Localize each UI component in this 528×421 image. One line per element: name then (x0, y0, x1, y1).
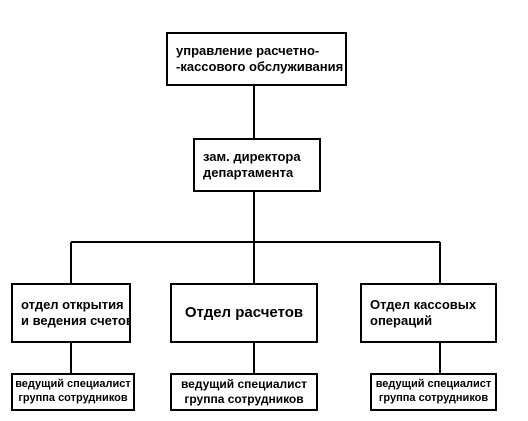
staff-box-accounts: ведущий специалист группа сотрудников (11, 373, 135, 411)
staff-cash-line-2: группа сотрудников (378, 392, 489, 404)
staff-cash-line-1: ведущий специалист (375, 378, 492, 391)
department-settlements-box: Отдел расчетов (170, 283, 318, 343)
department-settlements-line-1: Отдел расчетов (184, 303, 304, 321)
deputy-director-line-2: департамента (203, 165, 294, 180)
staff-accounts-line-1: ведущий специалист (15, 378, 131, 391)
staff-box-settlements: ведущий специалист группа сотрудников (170, 373, 318, 411)
department-accounts-box: отдел открытия и ведения счетов (11, 283, 131, 343)
department-accounts-line-2: и ведения счетов (21, 313, 131, 328)
staff-accounts-line-2: группа сотрудников (18, 392, 128, 404)
department-cash-line-1: Отдел кассовых (370, 296, 477, 312)
department-cash-line-2: операций (370, 313, 433, 328)
root-node-box: управление расчетно- -кассового обслужив… (166, 32, 347, 86)
root-node-line-2: -кассового обслуживания (176, 59, 344, 74)
department-cash-box: Отдел кассовых операций (360, 283, 497, 343)
staff-box-cash: ведущий специалист группа сотрудников (370, 373, 497, 411)
department-accounts-line-1: отдел открытия (21, 296, 124, 312)
root-node-line-1: управление расчетно- (176, 42, 320, 58)
staff-settlements-line-1: ведущий специалист (180, 377, 308, 391)
deputy-director-box: зам. директора департамента (193, 138, 321, 192)
staff-settlements-line-2: группа сотрудников (184, 392, 304, 406)
deputy-director-line-1: зам. директора (203, 148, 301, 164)
